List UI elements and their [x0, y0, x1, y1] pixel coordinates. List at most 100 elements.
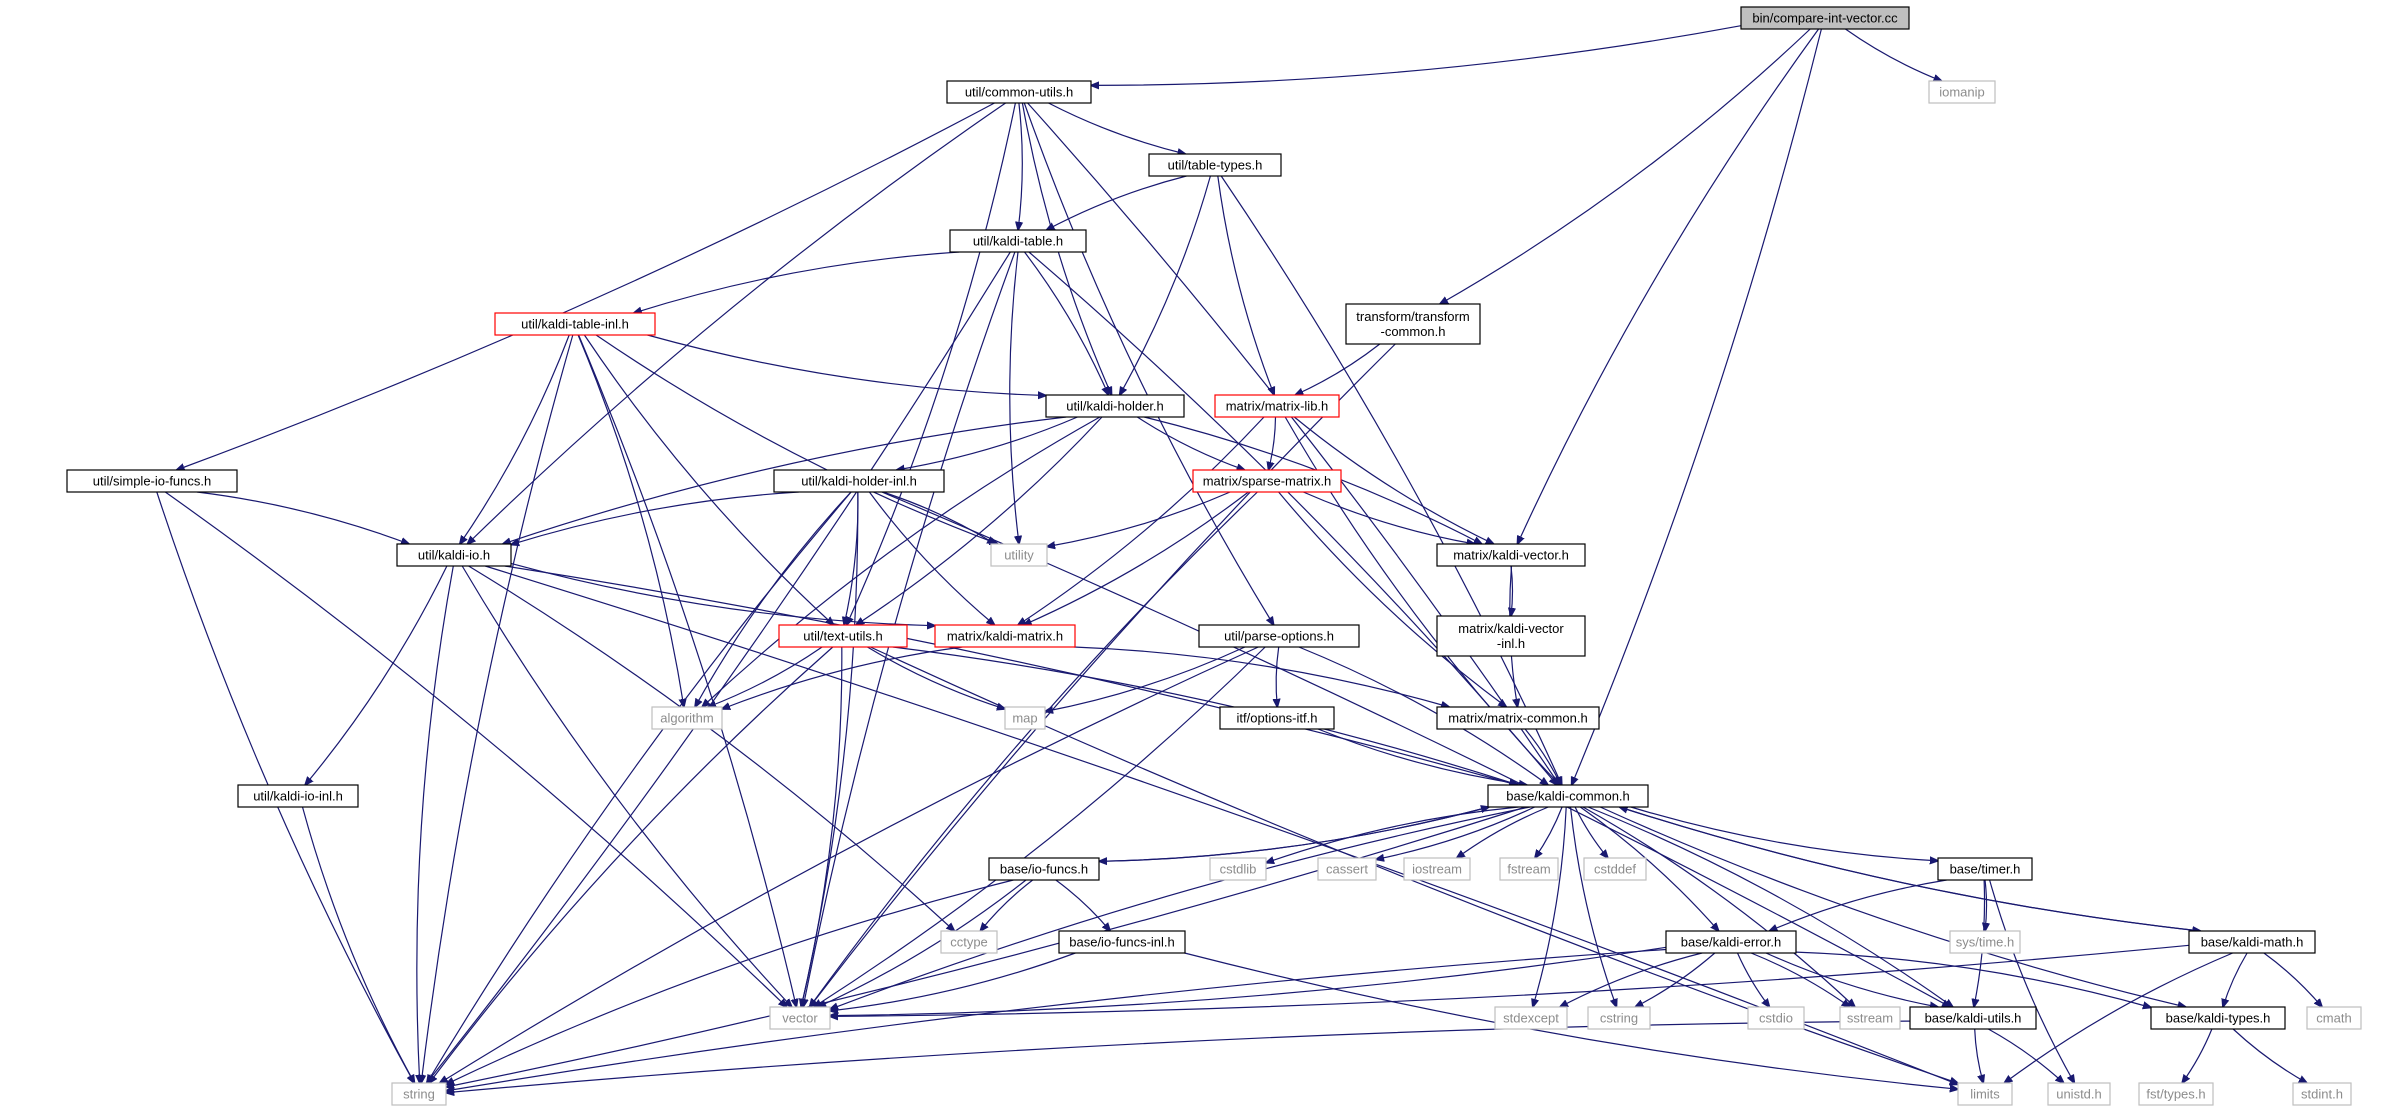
node-string[interactable]: string: [391, 1082, 447, 1106]
node-kaldi-vector[interactable]: matrix/kaldi-vector.h: [1436, 543, 1586, 567]
node-kaldi-vector-inl[interactable]: matrix/kaldi-vector-inl.h: [1436, 615, 1586, 657]
edge-kaldi_table_inl-to-algorithm: [577, 334, 684, 707]
node-box: [1058, 930, 1186, 954]
node-label: stdint.h: [2301, 1087, 2343, 1102]
node-box: [2150, 1006, 2286, 1030]
edge-io_funcs-to-vector: [818, 879, 1027, 1007]
node-cstring[interactable]: cstring: [1587, 1006, 1651, 1030]
node-parse-options[interactable]: util/parse-options.h: [1198, 624, 1360, 648]
node-kaldi-math[interactable]: base/kaldi-math.h: [2188, 930, 2316, 954]
node-algorithm[interactable]: algorithm: [651, 706, 723, 730]
node-label: util/kaldi-table-inl.h: [521, 317, 629, 332]
node-label: map: [1012, 711, 1037, 726]
node-cmath[interactable]: cmath: [2306, 1006, 2362, 1030]
edge-kaldi_io-to-cctype: [468, 565, 955, 931]
node-box: [1436, 615, 1586, 657]
node-kaldi-io-inl[interactable]: util/kaldi-io-inl.h: [237, 784, 359, 808]
node-label: fst/types.h: [2146, 1087, 2205, 1102]
edge-kaldi_utils-to-unistd: [1988, 1028, 2063, 1083]
node-kaldi-matrix[interactable]: matrix/kaldi-matrix.h: [934, 624, 1076, 648]
node-label: -inl.h: [1497, 636, 1525, 651]
node-timer[interactable]: base/timer.h: [1937, 857, 2033, 881]
node-matrix-common[interactable]: matrix/matrix-common.h: [1436, 706, 1600, 730]
node-io-funcs-inl[interactable]: base/io-funcs-inl.h: [1058, 930, 1186, 954]
edge-text_utils-to-map: [867, 646, 1005, 709]
node-label: util/simple-io-funcs.h: [93, 474, 212, 489]
node-box: [1436, 706, 1600, 730]
node-label: matrix/kaldi-vector.h: [1453, 548, 1569, 563]
node-matrix-lib[interactable]: matrix/matrix-lib.h: [1214, 394, 1340, 418]
node-kaldi-utils[interactable]: base/kaldi-utils.h: [1909, 1006, 2037, 1030]
node-utility[interactable]: utility: [990, 543, 1048, 567]
node-text-utils[interactable]: util/text-utils.h: [778, 624, 908, 648]
node-box: [769, 1006, 831, 1030]
node-box: [1403, 857, 1471, 881]
node-fst-types[interactable]: fst/types.h: [2138, 1082, 2214, 1106]
node-vector[interactable]: vector: [769, 1006, 831, 1030]
node-simple-io[interactable]: util/simple-io-funcs.h: [66, 469, 238, 493]
edge-table_types-to-kaldi_holder: [1120, 175, 1211, 395]
edge-root-to-common_utils: [1091, 25, 1742, 86]
node-box: [1740, 6, 1910, 30]
node-box: [494, 312, 656, 336]
node-table-types[interactable]: util/table-types.h: [1148, 153, 1282, 177]
node-cassert[interactable]: cassert: [1317, 857, 1377, 881]
edge-root-to-kaldi_vector: [1517, 28, 1820, 544]
edge-kaldi_common-to-cstdlib: [1266, 806, 1519, 863]
node-box: [1957, 1082, 2013, 1106]
node-cstdio[interactable]: cstdio: [1747, 1006, 1805, 1030]
node-common-utils[interactable]: util/common-utils.h: [946, 80, 1092, 104]
edge-io_funcs-to-cctype: [980, 879, 1034, 931]
node-cstddef[interactable]: cstddef: [1583, 857, 1647, 881]
node-label: bin/compare-int-vector.cc: [1752, 11, 1898, 26]
node-stdexcept[interactable]: stdexcept: [1494, 1006, 1568, 1030]
node-unistd[interactable]: unistd.h: [2047, 1082, 2111, 1106]
node-box: [1487, 784, 1649, 808]
node-label: cmath: [2316, 1011, 2351, 1026]
node-box: [988, 857, 1100, 881]
edge-kaldi_common-to-cstddef: [1574, 806, 1608, 858]
edge-matrix_lib-to-kaldi_vector: [1293, 416, 1493, 544]
edge-kaldi_holder-to-kaldi_io: [503, 416, 1067, 544]
node-kaldi-holder-inl[interactable]: util/kaldi-holder-inl.h: [773, 469, 945, 493]
node-iomanip[interactable]: iomanip: [1928, 80, 1996, 104]
node-kaldi-table-inl[interactable]: util/kaldi-table-inl.h: [494, 312, 656, 336]
node-cstdlib[interactable]: cstdlib: [1209, 857, 1267, 881]
node-label: iomanip: [1939, 85, 1985, 100]
node-kaldi-io[interactable]: util/kaldi-io.h: [396, 543, 512, 567]
edge-common_utils-to-kaldi_io: [467, 102, 1006, 544]
node-sstream[interactable]: sstream: [1839, 1006, 1901, 1030]
edge-kaldi_holder_inl-to-kaldi_matrix: [868, 491, 994, 625]
node-kaldi-error[interactable]: base/kaldi-error.h: [1665, 930, 1797, 954]
edge-io_funcs_inl-to-vector: [830, 952, 1076, 1011]
edge-parse_options-to-string: [440, 646, 1259, 1083]
node-label: vector: [782, 1011, 818, 1026]
node-options-itf[interactable]: itf/options-itf.h: [1219, 706, 1335, 730]
node-root[interactable]: bin/compare-int-vector.cc: [1740, 6, 1910, 30]
node-kaldi-holder[interactable]: util/kaldi-holder.h: [1045, 394, 1185, 418]
node-stdint[interactable]: stdint.h: [2292, 1082, 2352, 1106]
node-iostream[interactable]: iostream: [1403, 857, 1471, 881]
node-io-funcs[interactable]: base/io-funcs.h: [988, 857, 1100, 881]
node-kaldi-common[interactable]: base/kaldi-common.h: [1487, 784, 1649, 808]
node-fstream[interactable]: fstream: [1499, 857, 1559, 881]
node-box: [2292, 1082, 2352, 1106]
node-cctype[interactable]: cctype: [940, 930, 998, 954]
node-box: [2047, 1082, 2111, 1106]
node-label: util/kaldi-holder.h: [1066, 399, 1164, 414]
node-box: [1436, 543, 1586, 567]
node-transform-common[interactable]: transform/transform-common.h: [1345, 303, 1481, 345]
node-box: [1045, 394, 1185, 418]
node-systime[interactable]: sys/time.h: [1949, 930, 2021, 954]
node-kaldi-table[interactable]: util/kaldi-table.h: [949, 229, 1087, 253]
node-box: [2306, 1006, 2362, 1030]
node-kaldi-types[interactable]: base/kaldi-types.h: [2150, 1006, 2286, 1030]
edge-kaldi_holder-to-algorithm: [702, 416, 1101, 707]
node-label: base/kaldi-math.h: [2201, 935, 2304, 950]
node-sparse-matrix[interactable]: matrix/sparse-matrix.h: [1192, 469, 1342, 493]
node-box: [1345, 303, 1481, 345]
node-label: base/kaldi-types.h: [2166, 1011, 2271, 1026]
edge-kaldi_common-to-kaldi_types: [1599, 806, 2186, 1007]
node-limits[interactable]: limits: [1957, 1082, 2013, 1106]
node-map[interactable]: map: [1004, 706, 1046, 730]
